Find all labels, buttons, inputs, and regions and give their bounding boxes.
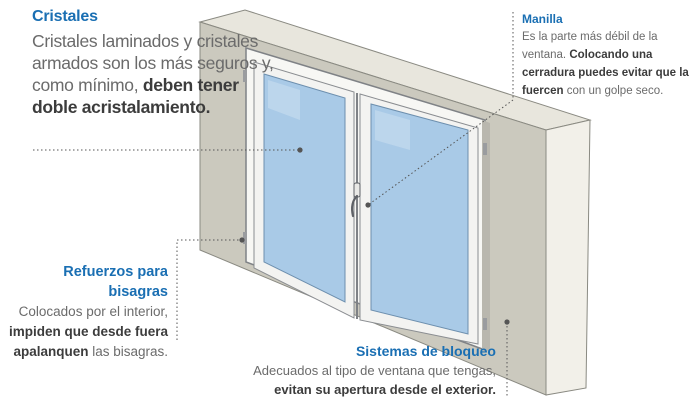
annotation-cristales: Cristales Cristales laminados y cristale… (32, 8, 282, 118)
leader-dot-sistemas (504, 319, 510, 325)
annotation-title: Sistemas de bloqueo (355, 343, 496, 359)
annotation-emphasis: Colocando una cerradura puedes evitar qu… (522, 49, 689, 97)
right-glass-shine (375, 110, 410, 150)
hinge-left-bottom (243, 232, 247, 244)
right-glass-pane (370, 103, 469, 335)
annotation-emphasis: impiden que desde fuera apalanquen (8, 324, 168, 359)
annotation-body: Colocados por el interior, impiden que d… (0, 302, 168, 362)
annotation-text: Colocados por el interior, (18, 304, 168, 319)
annotation-tail: con un golpe seco. (563, 85, 664, 97)
left-glass-shine (268, 80, 300, 120)
annotation-manilla: Manilla Es la parte más débil de la vent… (522, 10, 692, 100)
hinge-right-bottom (483, 318, 487, 330)
annotation-body: Es la parte más débil de la ventana. Col… (522, 28, 692, 100)
left-glass-pane (263, 73, 346, 303)
hinge-left-top (243, 70, 247, 82)
annotation-emphasis: deben tener doble acristalamiento. (32, 75, 239, 117)
annotation-title: Manilla (522, 12, 563, 26)
window-reveal-shadow (482, 120, 490, 352)
annotation-emphasis: evitan su apertura desde el exterior. (274, 382, 496, 397)
leader-dot-cristales (297, 147, 303, 153)
annotation-text: Cristales laminados y cristales armados … (32, 31, 274, 95)
handle-lever (351, 194, 359, 218)
annotation-refuerzos: Refuerzos para bisagras Colocados por el… (0, 262, 168, 362)
annotation-title: Cristales (32, 8, 98, 25)
annotation-body: Cristales laminados y cristales armados … (32, 30, 282, 118)
hinge-right-top (483, 143, 487, 155)
wall-side-face (545, 119, 591, 396)
annotation-text: Adecuados al tipo de ventana que tengas, (253, 363, 496, 378)
leader-dot-refuerzos (239, 237, 245, 243)
annotation-title: Refuerzos para bisagras (63, 264, 168, 300)
annotation-body: Adecuados al tipo de ventana que tengas,… (230, 361, 496, 399)
annotation-tail: las bisagras. (88, 344, 168, 359)
leader-dot-manilla (365, 202, 371, 208)
annotation-text: Es la parte más débil de la ventana. (522, 31, 658, 61)
leader-refuerzos (176, 239, 242, 340)
annotation-sistemas: Sistemas de bloqueo Adecuados al tipo de… (230, 342, 496, 399)
